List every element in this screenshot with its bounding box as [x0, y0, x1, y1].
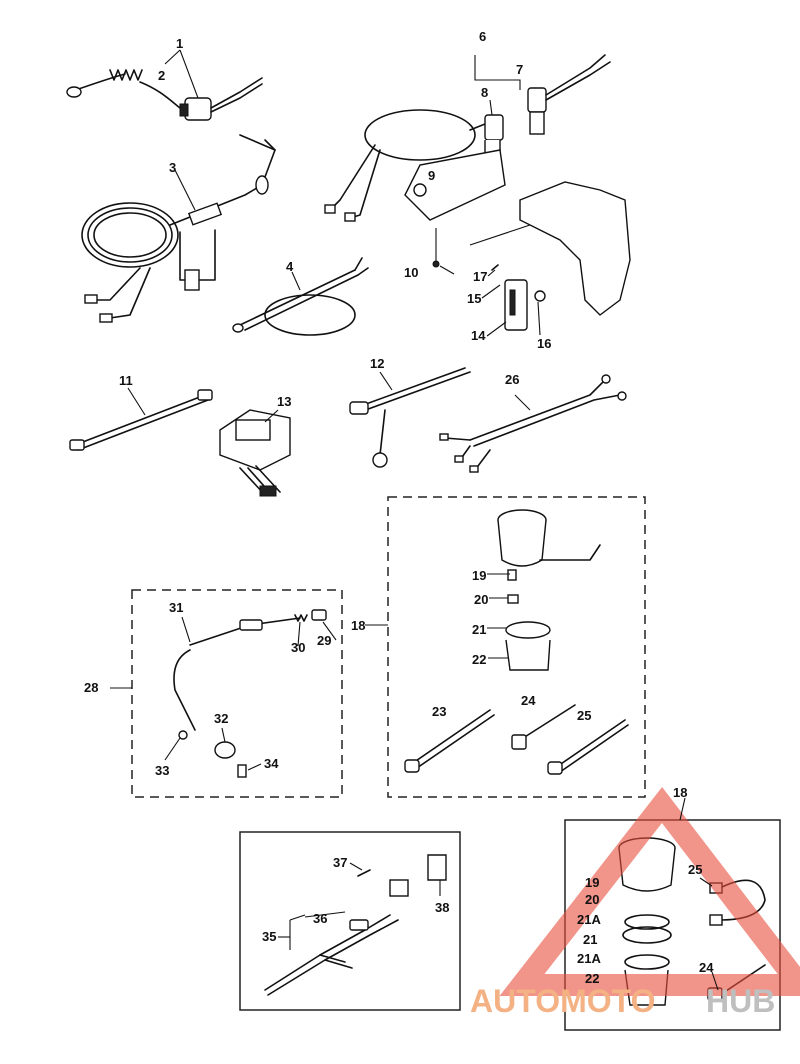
- part-throttle-28: [110, 609, 327, 778]
- callout-10: 10: [404, 265, 418, 280]
- callout-labels: 1 2 3 4 6 7 8 9 10 11 12 13 14 15 16 17 …: [84, 29, 714, 986]
- callout-20-upper: 20: [474, 592, 488, 607]
- watermark: AUTOMOTO HUB: [470, 787, 800, 1019]
- callout-33: 33: [155, 763, 169, 778]
- watermark-triangle: [499, 787, 800, 996]
- callout-11: 11: [119, 373, 133, 388]
- part-lever-12: [349, 367, 471, 468]
- callout-4: 4: [286, 259, 294, 274]
- part-lanyard-switch: [66, 49, 263, 121]
- group-box-35-38: [239, 831, 461, 1011]
- callout-23: 23: [432, 704, 446, 719]
- callout-25-lower: 25: [688, 862, 702, 877]
- callout-16: 16: [537, 336, 551, 351]
- part-bracket-assembly: [404, 149, 631, 331]
- part-gauge-18: [370, 509, 629, 775]
- callout-9: 9: [428, 168, 435, 183]
- callout-30: 30: [291, 640, 305, 655]
- group-box-18: [387, 496, 646, 798]
- callout-2: 2: [158, 68, 165, 83]
- callout-36: 36: [313, 911, 327, 926]
- callout-20-lower: 20: [585, 892, 599, 907]
- callout-6: 6: [479, 29, 486, 44]
- callout-24-upper: 24: [521, 693, 536, 708]
- callout-24-lower: 24: [699, 960, 714, 975]
- part-harness-coil: [81, 134, 276, 323]
- callout-21A-lower-2: 21A: [577, 951, 601, 966]
- callout-28: 28: [84, 680, 98, 695]
- callout-25-upper: 25: [577, 708, 591, 723]
- callout-29: 29: [317, 633, 331, 648]
- leader-lines: [164, 265, 719, 991]
- callout-21A-lower-1: 21A: [577, 912, 601, 927]
- callout-19-lower: 19: [585, 875, 599, 890]
- callout-8: 8: [481, 85, 488, 100]
- callout-34: 34: [264, 756, 279, 771]
- callout-22-upper: 22: [472, 652, 486, 667]
- callout-7: 7: [516, 62, 523, 77]
- callout-32: 32: [214, 711, 228, 726]
- callout-17: 17: [473, 269, 487, 284]
- callout-12: 12: [370, 356, 384, 371]
- part-harness-26: [439, 374, 627, 473]
- callout-1: 1: [176, 36, 183, 51]
- group-box-28: [131, 589, 343, 798]
- part-harness-35: [264, 854, 447, 996]
- watermark-text-hub: HUB: [706, 983, 775, 1019]
- callout-38: 38: [435, 900, 449, 915]
- callout-21-upper: 21: [472, 622, 486, 637]
- callout-19-upper: 19: [472, 568, 486, 583]
- callout-18-upper: 18: [351, 618, 365, 633]
- callout-13: 13: [277, 394, 291, 409]
- callout-26: 26: [505, 372, 519, 387]
- callout-31: 31: [169, 600, 183, 615]
- part-module-13: [219, 409, 291, 497]
- callout-21-lower: 21: [583, 932, 597, 947]
- callout-3: 3: [169, 160, 176, 175]
- part-cable-11: [69, 387, 213, 451]
- part-cable-switch: [324, 54, 611, 222]
- callout-35: 35: [262, 929, 276, 944]
- callout-22-lower: 22: [585, 971, 599, 986]
- callout-15: 15: [467, 291, 481, 306]
- callout-18-lower: 18: [673, 785, 687, 800]
- part-wire-loop: [232, 257, 369, 336]
- watermark-text-automoto: AUTOMOTO: [470, 983, 655, 1019]
- callout-14: 14: [471, 328, 486, 343]
- callout-37: 37: [333, 855, 347, 870]
